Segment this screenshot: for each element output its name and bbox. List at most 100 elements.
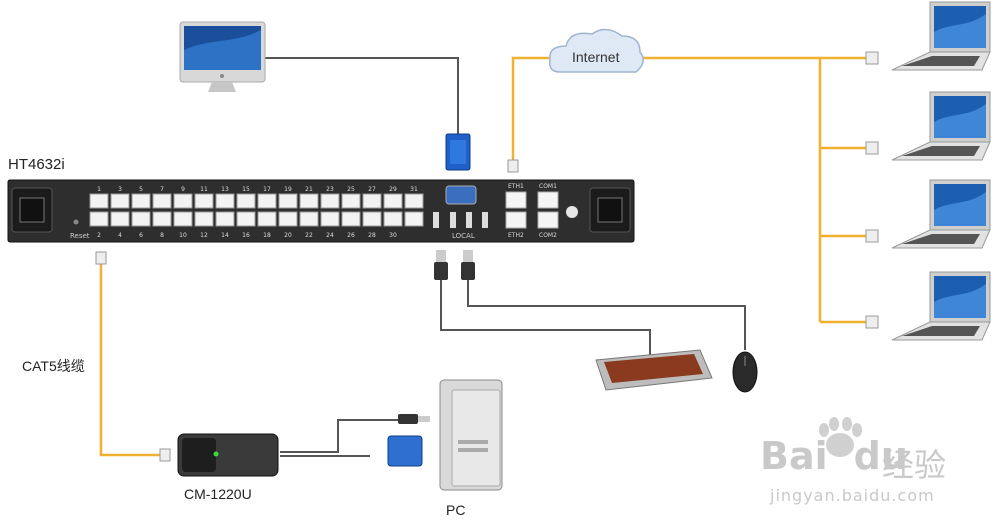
console-port-top	[278, 193, 298, 209]
vga-connector-icon	[445, 133, 471, 171]
port-number-bottom: 26	[347, 232, 355, 239]
port-number-bottom: 22	[305, 232, 313, 239]
mouse-icon	[732, 351, 758, 393]
eth-com-ports	[505, 191, 559, 229]
local-label: LOCAL	[452, 232, 475, 240]
laptop-icon-3	[891, 179, 991, 249]
port-number-bottom: 10	[179, 232, 187, 239]
laptop-icon-4	[891, 271, 991, 341]
pc-label: PC	[446, 502, 466, 518]
port-number-top: 29	[389, 186, 397, 193]
console-port-top	[299, 193, 319, 209]
network-cables	[99, 56, 868, 457]
internet-label: Internet	[572, 49, 620, 65]
port-number-top: 23	[326, 186, 334, 193]
console-port-top	[341, 193, 361, 209]
console-port-top	[110, 193, 130, 209]
port-number-top: 1	[97, 186, 101, 193]
port-number-top: 31	[410, 186, 418, 193]
console-port-bottom	[236, 211, 256, 227]
watermark-brand-part1: Bai	[760, 434, 828, 478]
console-ports: 1234567891011121314151617181920212223242…	[89, 186, 424, 239]
port-number-top: 13	[221, 186, 229, 193]
console-port-top	[257, 193, 277, 209]
laptop-icon-2	[891, 91, 991, 161]
console-port-top	[89, 193, 109, 209]
console-port-bottom	[110, 211, 130, 227]
console-port-bottom	[257, 211, 277, 227]
port-number-top: 17	[263, 186, 271, 193]
port-number-bottom: 8	[160, 232, 164, 239]
port-number-bottom: 28	[368, 232, 376, 239]
reset-label: Reset	[70, 232, 90, 240]
port-number-bottom: 12	[200, 232, 208, 239]
rj45-connectors	[95, 51, 879, 462]
vga-port	[445, 185, 477, 205]
pc-tower-icon	[439, 379, 503, 491]
console-port-top	[362, 193, 382, 209]
console-port-top	[194, 193, 214, 209]
console-port-bottom	[131, 211, 151, 227]
port-number-bottom: 6	[139, 232, 143, 239]
device-model-label: HT4632i	[8, 156, 65, 173]
console-port-bottom	[152, 211, 172, 227]
port-number-top: 9	[181, 186, 185, 193]
port-number-bottom: 18	[263, 232, 271, 239]
com2-label: COM2	[539, 232, 557, 239]
usb-plug-icon	[434, 250, 475, 280]
port-number-top: 7	[160, 186, 164, 193]
port-number-top: 15	[242, 186, 250, 193]
port-number-bottom: 16	[242, 232, 250, 239]
usb-plug-pc-icon	[398, 414, 430, 424]
port-number-bottom: 24	[326, 232, 334, 239]
console-port-top	[131, 193, 151, 209]
port-number-top: 27	[368, 186, 376, 193]
eth2-label: ETH2	[508, 232, 524, 239]
console-port-bottom	[362, 211, 382, 227]
port-number-top: 3	[118, 186, 122, 193]
cable-label: CAT5线缆	[22, 358, 85, 374]
watermark-url: jingyan.baidu.com	[770, 486, 935, 505]
console-port-bottom	[341, 211, 361, 227]
console-port-bottom	[173, 211, 193, 227]
watermark-brand-part2: du	[853, 434, 908, 478]
console-port-top	[404, 193, 424, 209]
adapter-label: CM-1220U	[184, 486, 252, 502]
port-number-bottom: 30	[389, 232, 397, 239]
console-port-bottom	[320, 211, 340, 227]
adapter-icon	[177, 433, 279, 477]
console-port-bottom	[89, 211, 109, 227]
watermark-cn: 经验	[882, 446, 947, 484]
console-port-top	[152, 193, 172, 209]
port-number-bottom: 20	[284, 232, 292, 239]
vga-plug-icon	[387, 435, 423, 467]
console-port-top	[173, 193, 193, 209]
port-number-top: 21	[305, 186, 313, 193]
port-number-bottom: 2	[97, 232, 101, 239]
console-port-bottom	[404, 211, 424, 227]
port-number-bottom: 14	[221, 232, 229, 239]
usb-ports	[433, 212, 488, 228]
eth1-label: ETH1	[508, 183, 524, 190]
watermark-paw-icon	[819, 417, 862, 457]
console-port-top	[215, 193, 235, 209]
console-port-top	[236, 193, 256, 209]
port-number-top: 19	[284, 186, 292, 193]
monitor-icon	[179, 21, 266, 92]
internet-cloud-icon	[548, 28, 644, 73]
video-usb-cables	[265, 57, 746, 457]
console-port-bottom	[299, 211, 319, 227]
port-number-top: 5	[139, 186, 143, 193]
port-number-bottom: 4	[118, 232, 122, 239]
keyboard-icon	[595, 349, 713, 391]
console-port-top	[320, 193, 340, 209]
port-number-top: 11	[200, 186, 208, 193]
laptop-icon-1	[891, 1, 991, 71]
console-port-top	[383, 193, 403, 209]
port-number-top: 25	[347, 186, 355, 193]
com1-label: COM1	[539, 183, 557, 190]
console-port-bottom	[278, 211, 298, 227]
console-port-bottom	[194, 211, 214, 227]
